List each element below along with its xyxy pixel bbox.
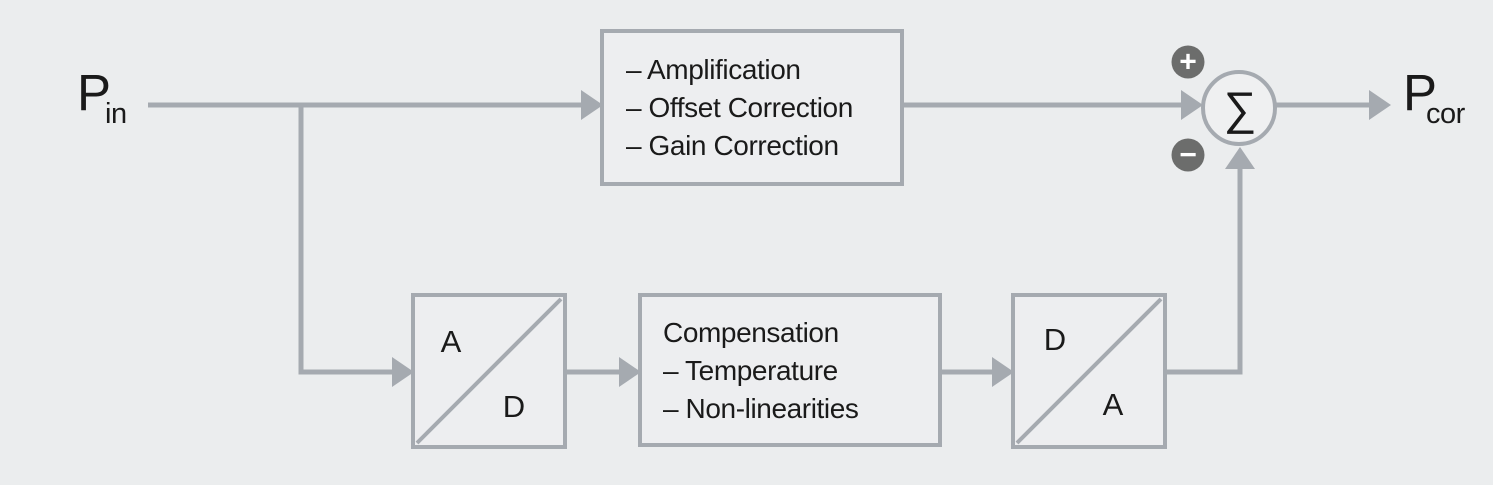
plus-sign-icon: + xyxy=(1179,46,1197,79)
signal-box-line-1: – Amplification xyxy=(626,54,801,85)
adc-diagonal-line xyxy=(415,297,563,445)
input-port-subscript: in xyxy=(105,98,127,130)
arrowhead-up-into-junction xyxy=(1225,147,1255,169)
output-port-subscript: cor xyxy=(1426,98,1466,130)
feedback-wire xyxy=(1165,169,1243,375)
signal-box-line-2: – Offset Correction xyxy=(626,92,853,123)
minus-badge-circle xyxy=(1171,138,1205,172)
dac-diagonal-line xyxy=(1015,297,1163,445)
summing-junction-circle xyxy=(1201,70,1277,146)
compensation-box xyxy=(638,293,942,447)
compensation-line-3: – Non-linearities xyxy=(663,393,859,424)
adc-analog-label: A xyxy=(441,324,462,359)
plus-badge-circle xyxy=(1171,45,1205,79)
compensation-line-2: – Temperature xyxy=(663,355,838,386)
dac-digital-label: D xyxy=(1044,322,1066,357)
branch-wire xyxy=(298,105,392,375)
arrowhead-into-adc xyxy=(392,357,414,387)
arrowhead-into-dac xyxy=(992,357,1014,387)
sigma-symbol: ∑ xyxy=(1224,82,1257,134)
signal-processing-box xyxy=(600,29,904,186)
input-port-label: P xyxy=(77,64,110,121)
arrowhead-into-signal-box xyxy=(581,90,603,120)
arrowhead-into-junction xyxy=(1181,90,1203,120)
minus-sign-icon: − xyxy=(1179,139,1197,172)
compensation-line-1: Compensation xyxy=(663,317,839,348)
output-port-label: P xyxy=(1403,64,1436,121)
arrowhead-output xyxy=(1369,90,1391,120)
adc-digital-label: D xyxy=(503,389,525,424)
signal-box-line-3: – Gain Correction xyxy=(626,130,839,161)
arrowhead-into-compensation xyxy=(619,357,641,387)
dac-analog-label: A xyxy=(1103,387,1124,422)
